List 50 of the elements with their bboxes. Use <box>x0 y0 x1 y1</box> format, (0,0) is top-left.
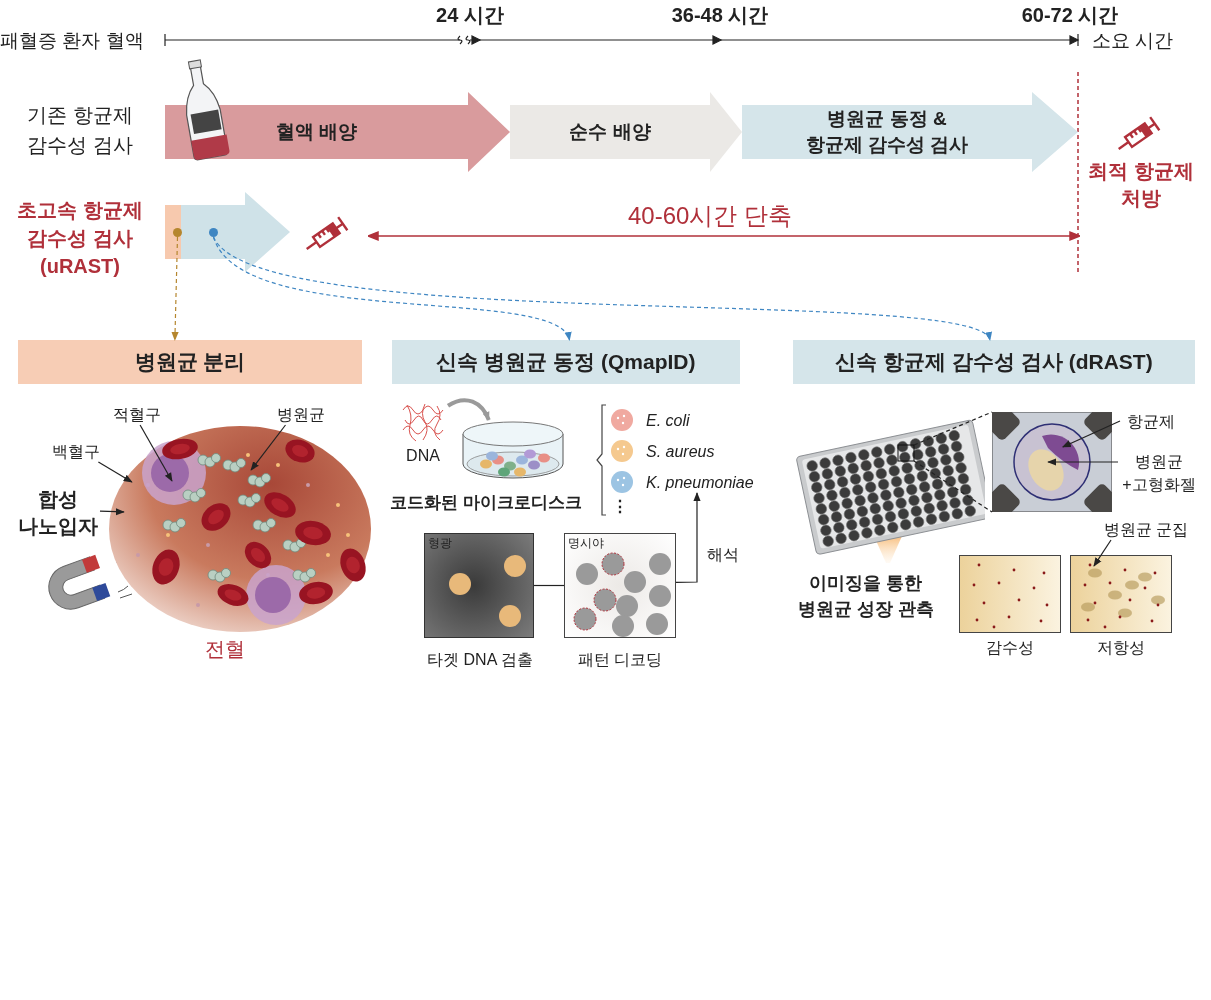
caption-text: 기존 항균제 감수성 검사 <box>26 103 134 158</box>
caption-text: 전혈 <box>204 637 246 662</box>
dna-strand-drawing: DNA <box>398 400 448 472</box>
connector-arrow <box>1047 458 1119 466</box>
stage-band: 순수 배양 <box>510 92 742 172</box>
time-label: 36-48 시간 <box>670 3 770 28</box>
caption-text: 저항성 <box>1096 638 1146 658</box>
callout-label: 병원균 군집 <box>1096 518 1196 540</box>
axis-label: 패혈증 환자 혈액 <box>0 29 145 53</box>
colony-image <box>959 555 1061 633</box>
species-label: S. aureus <box>646 442 716 462</box>
callout-label: 백혈구 <box>44 440 108 462</box>
connector-arrow <box>212 236 571 341</box>
connector-arrow <box>139 424 173 482</box>
connector-arrow <box>447 398 491 421</box>
duration-label: 40-60시간 단축 <box>626 201 794 231</box>
result-label: 최적 항균제 처방 <box>1080 158 1202 216</box>
blood-sample-drawing <box>108 425 373 633</box>
colony-image <box>1070 555 1172 633</box>
caption-text: 코드화된 마이크로디스크 <box>390 492 583 514</box>
caption-text: 타겟 DNA 검출 <box>426 650 534 670</box>
process-arrow <box>165 192 290 272</box>
connector-arrow <box>1093 539 1112 567</box>
callout-label: 병원균 <box>270 403 332 425</box>
callout-label: 합성 나노입자 <box>16 486 100 542</box>
section-header: 신속 항균제 감수성 검사 (dRAST) <box>793 340 1195 384</box>
stage-band: 병원균 동정 & 항균제 감수성 검사 <box>742 92 1078 172</box>
section-header: 병원균 분리 <box>18 340 362 384</box>
axis-label: 소요 시간 <box>1092 29 1175 53</box>
species-label: E. coli <box>646 411 691 431</box>
brightfield-image: 명시야 <box>564 533 676 638</box>
connector-arrow <box>97 461 133 483</box>
time-label: 60-72 시간 <box>1020 3 1120 28</box>
caption-text: 이미징을 통한 병원균 성장 관측 <box>797 572 935 621</box>
callout-label: 적혈구 <box>106 403 168 425</box>
connector-arrow <box>212 236 991 341</box>
caption-text: 패턴 디코딩 <box>576 650 664 670</box>
section-header: 신속 병원균 동정 (QmapID) <box>392 340 740 384</box>
well-closeup-drawing <box>992 412 1112 512</box>
connector-arrow <box>99 508 125 516</box>
time-label: 24 시간 <box>435 3 505 28</box>
caption-text: 감수성 <box>985 638 1035 658</box>
ellipsis-mark: ⋮ <box>612 497 629 517</box>
callout-label: 병원균 +고형화젤 <box>1118 450 1200 498</box>
fluorescence-image: 형광 <box>424 533 534 638</box>
caption-text: 초고속 항균제 감수성 검사 (uRAST) <box>16 198 144 279</box>
connector-arrow <box>675 492 701 583</box>
stage-band: 혈액 배양 <box>165 92 510 172</box>
callout-label: 항균제 <box>1120 410 1182 432</box>
species-label: K. pneumoniae <box>646 471 768 493</box>
